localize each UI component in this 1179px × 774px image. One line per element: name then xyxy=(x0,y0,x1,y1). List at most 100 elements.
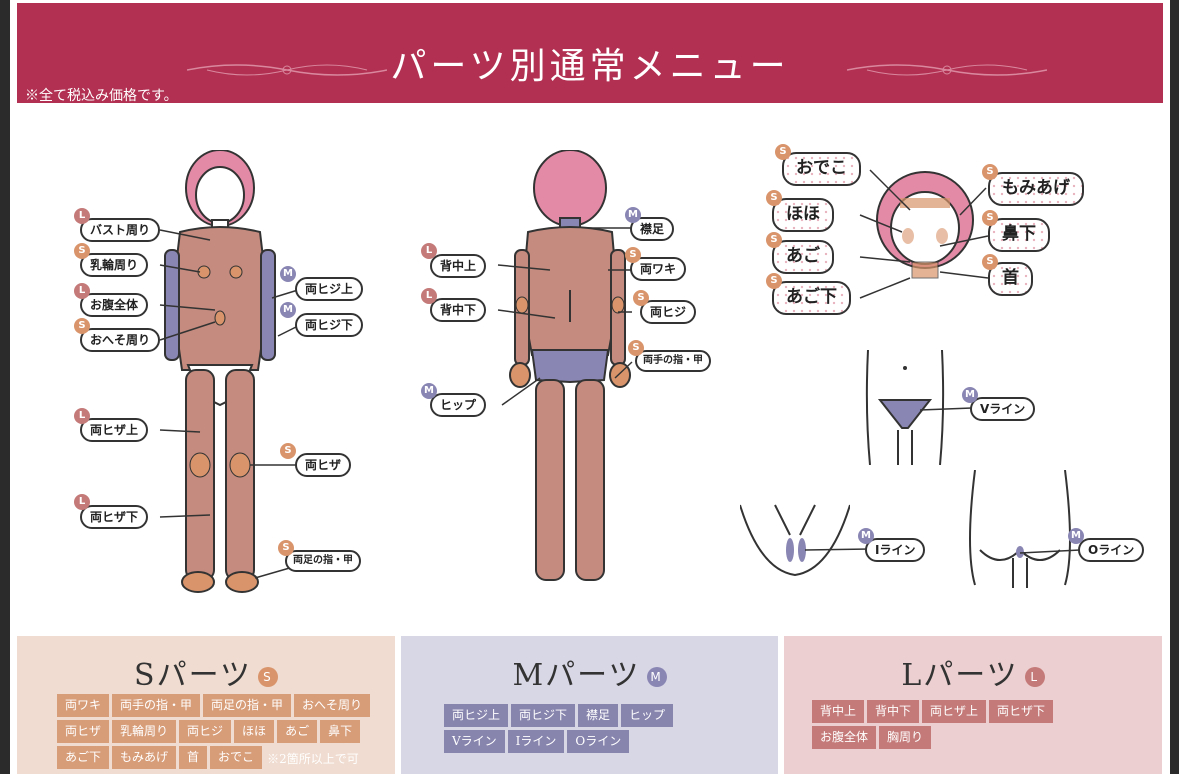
badge-m: M xyxy=(962,387,978,403)
chip: あご下 xyxy=(57,746,110,769)
badge-s: S xyxy=(278,540,294,556)
badge-m: M xyxy=(858,528,874,544)
callout-upper-back: 背中上 xyxy=(430,254,487,278)
m-badge-icon: M xyxy=(646,667,667,687)
callout-navel: おへそ周り xyxy=(80,328,161,352)
chip: 両ヒザ上 xyxy=(922,700,987,723)
chip-row: 両ワキ 両手の指・甲 両足の指・甲 おへそ周り xyxy=(57,694,395,717)
chip: おでこ xyxy=(210,746,263,769)
badge-m: M xyxy=(280,266,296,282)
callout-lower-back: 背中下 xyxy=(430,298,487,322)
chip: Oライン xyxy=(567,730,630,753)
ornament-left-icon xyxy=(187,64,387,76)
callout-cheeks: ほほ xyxy=(772,198,834,232)
chip: 襟足 xyxy=(578,704,619,727)
badge-s: S xyxy=(74,243,90,259)
chip: ヒップ xyxy=(621,704,674,727)
page-title: パーツ別通常メニュー xyxy=(390,46,790,87)
callout-areola: 乳輪周り xyxy=(80,253,149,277)
back-body-illustration xyxy=(509,150,631,581)
badge-m: M xyxy=(625,207,641,223)
callout-sideburns: もみあげ xyxy=(988,172,1084,206)
callout-chin: あご xyxy=(772,240,834,274)
badge-s: S xyxy=(982,210,998,226)
chip: 両手の指・甲 xyxy=(112,694,201,717)
chip: 両ヒジ xyxy=(179,720,232,743)
chip-row: 両ヒザ 乳輪周り 両ヒジ ほほ あご 鼻下 xyxy=(57,720,395,743)
chip: お腹全体 xyxy=(812,726,877,749)
chip: 乳輪周り xyxy=(112,720,177,743)
l-parts-chips: 背中上 背中下 両ヒザ上 両ヒザ下 お腹全体 胸周り xyxy=(784,700,1162,752)
callout-o-line: Oライン xyxy=(1078,538,1145,562)
callout-bust: バスト周り xyxy=(80,218,161,242)
chip: おへそ周り xyxy=(294,694,371,717)
callout-toes: 両足の指・甲 xyxy=(285,550,361,572)
callout-i-line: Iライン xyxy=(865,538,926,562)
callout-fingers: 両手の指・甲 xyxy=(635,350,711,372)
chip: もみあげ xyxy=(112,746,177,769)
s-badge-icon: S xyxy=(257,667,278,687)
chip-row: 両ヒジ上 両ヒジ下 襟足 ヒップ xyxy=(444,704,778,727)
badge-l: L xyxy=(74,208,90,224)
badge-l: L xyxy=(74,494,90,510)
chip: 両ワキ xyxy=(57,694,110,717)
chip: ほほ xyxy=(234,720,275,743)
chip: 背中下 xyxy=(867,700,920,723)
chip-row: お腹全体 胸周り xyxy=(812,726,1162,749)
callout-thigh: 両ヒザ上 xyxy=(80,418,149,442)
badge-l: L xyxy=(74,408,90,424)
badge-s: S xyxy=(766,190,782,206)
badge-l: L xyxy=(421,288,437,304)
callout-knee: 両ヒザ xyxy=(295,453,352,477)
callout-belly: お腹全体 xyxy=(80,293,149,317)
badge-s: S xyxy=(628,340,644,356)
chip: 両ヒジ下 xyxy=(511,704,576,727)
minimum-note: ※2箇所以上で可 xyxy=(267,752,359,766)
leader-lines xyxy=(159,169,1081,579)
badge-s: S xyxy=(982,164,998,180)
front-body-illustration xyxy=(164,150,276,593)
badge-m: M xyxy=(280,302,296,318)
badge-s: S xyxy=(633,290,649,306)
badge-s: S xyxy=(74,318,90,334)
chip: 両ヒジ上 xyxy=(444,704,509,727)
chip: 鼻下 xyxy=(320,720,361,743)
chip: あご xyxy=(277,720,318,743)
m-parts-chips: 両ヒジ上 両ヒジ下 襟足 ヒップ Vライン Iライン Oライン xyxy=(401,704,778,756)
chip: 両ヒザ下 xyxy=(989,700,1054,723)
title-banner: パーツ別通常メニュー ※全て税込み価格です。 xyxy=(17,3,1163,104)
badge-s: S xyxy=(766,232,782,248)
callout-under-chin: あご下 xyxy=(772,281,851,315)
chip: 両足の指・甲 xyxy=(203,694,292,717)
callout-forehead: おでこ xyxy=(782,152,861,186)
badge-s: S xyxy=(982,254,998,270)
chip: Vライン xyxy=(444,730,505,753)
i-line-illustration xyxy=(740,504,850,577)
callout-upper-arm: 両ヒジ上 xyxy=(295,277,364,301)
page: パーツ別通常メニュー ※全て税込み価格です。 xyxy=(10,0,1170,774)
badge-m: M xyxy=(1068,528,1084,544)
callout-upper-lip: 鼻下 xyxy=(988,218,1050,252)
badge-l: L xyxy=(421,243,437,259)
s-parts-chips: 両ワキ 両手の指・甲 両足の指・甲 おへそ周り 両ヒザ 乳輪周り 両ヒジ ほほ … xyxy=(17,694,395,774)
callout-armpits: 両ワキ xyxy=(630,257,687,281)
chip: 胸周り xyxy=(879,726,932,749)
chip: 両ヒザ xyxy=(57,720,110,743)
chip: 背中上 xyxy=(812,700,865,723)
callout-hip: ヒップ xyxy=(430,393,487,417)
badge-s: S xyxy=(625,247,641,263)
callout-elbows: 両ヒジ xyxy=(640,300,697,324)
badge-m: M xyxy=(421,383,437,399)
l-badge-icon: L xyxy=(1024,667,1045,687)
chip: 首 xyxy=(179,746,208,769)
chip-row: Vライン Iライン Oライン xyxy=(444,730,778,753)
chip-row: あご下 もみあげ 首 おでこ ※2箇所以上で可 xyxy=(57,746,395,771)
badge-s: S xyxy=(775,144,791,160)
badge-l: L xyxy=(74,283,90,299)
